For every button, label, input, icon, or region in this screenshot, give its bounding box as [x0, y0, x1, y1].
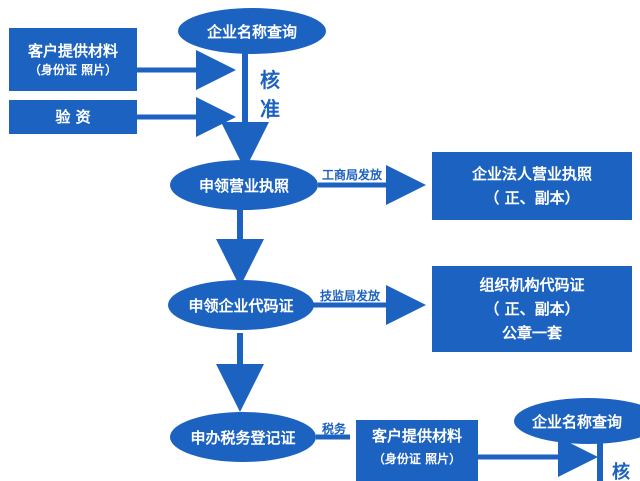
client-materials-subtitle: （身份证 照片）: [28, 62, 118, 77]
apply-license-text: 申领营业执照: [198, 176, 289, 195]
repeat-name-query-clip: 企业名称查询: [514, 398, 640, 446]
org-code-box: 组织机构代码证 （ 正、副本） 公章一套: [432, 266, 632, 352]
repeat-client-materials-title: 客户提供材料: [371, 427, 462, 445]
edge-label-tech-supervision: 技监局发放: [320, 289, 381, 303]
name-query-oval: 企业名称查询: [178, 8, 326, 54]
apply-tax-oval: 申办税务登记证: [170, 412, 316, 462]
apply-org-code-text: 申领企业代码证: [188, 296, 294, 315]
business-license-title: 企业法人营业执照: [471, 165, 592, 183]
client-materials-title: 客户提供材料: [27, 41, 118, 60]
repeat-name-query-text: 企业名称查询: [532, 412, 623, 431]
business-license-subtitle: （ 正、副本）: [484, 189, 580, 207]
business-license-box: 企业法人营业执照 （ 正、副本）: [432, 152, 632, 220]
capital-verification-text: 验 资: [55, 108, 91, 126]
org-code-subtitle: （ 正、副本）: [484, 300, 580, 318]
org-code-title: 组织机构代码证: [479, 276, 585, 294]
edge-label-tax-partial: 税务: [322, 422, 347, 436]
repeat-name-query-oval: 企业名称查询: [514, 398, 640, 444]
org-code-seal: 公章一套: [501, 324, 562, 342]
approve-label-2: 准: [260, 97, 280, 121]
repeat-approve-label: 核: [612, 462, 630, 481]
apply-tax-text: 申办税务登记证: [190, 428, 296, 447]
repeat-client-materials-box: 客户提供材料 （身份证 照片）: [356, 420, 478, 481]
edge-label-industry-commerce: 工商局发放: [322, 168, 383, 182]
client-materials-box: 客户提供材料 （身份证 照片）: [9, 28, 137, 91]
approve-label-1: 核: [260, 68, 280, 92]
apply-org-code-oval: 申领企业代码证: [168, 280, 314, 330]
repeat-client-materials-subtitle: （身份证 照片）: [372, 452, 462, 466]
name-query-text: 企业名称查询: [206, 22, 297, 41]
capital-verification-box: 验 资: [9, 100, 137, 134]
apply-license-oval: 申领营业执照: [170, 160, 318, 210]
